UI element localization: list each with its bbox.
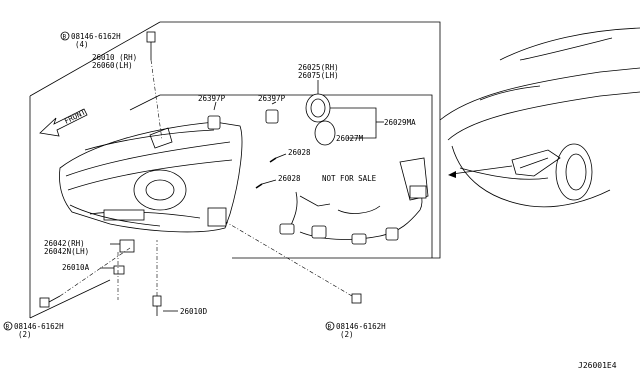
callout-bolt-left: 08146-6162H bbox=[14, 322, 64, 331]
callout-housing-lh: 26060(LH) bbox=[92, 61, 133, 70]
callout-cap-assy: 26029MA bbox=[384, 118, 416, 127]
callout-bolt-right-qty: (2) bbox=[340, 330, 354, 339]
front-label: FRONT bbox=[63, 107, 88, 125]
bolt-right-callout: B 08146-6162H (2) bbox=[325, 321, 386, 339]
callout-gasket: 26027M bbox=[336, 134, 364, 143]
callout-screw: 26010D bbox=[180, 307, 208, 316]
bolt-left-callout: B 08146-6162H (2) bbox=[3, 321, 64, 339]
front-arrow: FRONT bbox=[39, 107, 88, 137]
headlamp-housing bbox=[59, 121, 243, 233]
actuator-bracket bbox=[100, 239, 135, 300]
fasteners bbox=[39, 31, 362, 316]
callout-cap-lh: 26075(LH) bbox=[298, 71, 339, 80]
callout-bolt-top: 08146-6162H bbox=[71, 32, 121, 41]
circle-b-right: B bbox=[328, 324, 332, 331]
wiring-harness bbox=[279, 157, 429, 245]
circle-b-left: B bbox=[6, 324, 10, 331]
harness-note: NOT FOR SALE bbox=[322, 174, 377, 183]
circle-b-top: B bbox=[63, 34, 67, 41]
diagram-id: J26001E4 bbox=[578, 361, 617, 370]
callout-bracket: 26010A bbox=[62, 263, 90, 272]
side-lamps bbox=[255, 153, 287, 189]
callout-lamp-a: 26028 bbox=[288, 148, 311, 157]
callout-housing-rh: 26010 (RH) bbox=[92, 53, 137, 62]
callout-bulb-a: 26397P bbox=[198, 94, 226, 103]
bulb-sockets bbox=[207, 101, 279, 130]
callout-actuator-rh: 26042(RH) bbox=[44, 239, 85, 248]
callout-bulb-b: 26397P bbox=[258, 94, 286, 103]
rear-cap bbox=[305, 80, 384, 146]
callout-bolt-top-qty: (4) bbox=[75, 40, 89, 49]
callout-actuator-lh: 26042N(LH) bbox=[44, 247, 89, 256]
car-illustration bbox=[439, 27, 640, 208]
callout-cap-rh: 26025(RH) bbox=[298, 63, 339, 72]
callout-bolt-right: 08146-6162H bbox=[336, 322, 386, 331]
assembly-frame bbox=[29, 21, 441, 319]
callout-lamp-b: 26028 bbox=[278, 174, 301, 183]
bolt-top-callout: B 08146-6162H (4) bbox=[60, 31, 121, 49]
callout-bolt-left-qty: (2) bbox=[18, 330, 32, 339]
